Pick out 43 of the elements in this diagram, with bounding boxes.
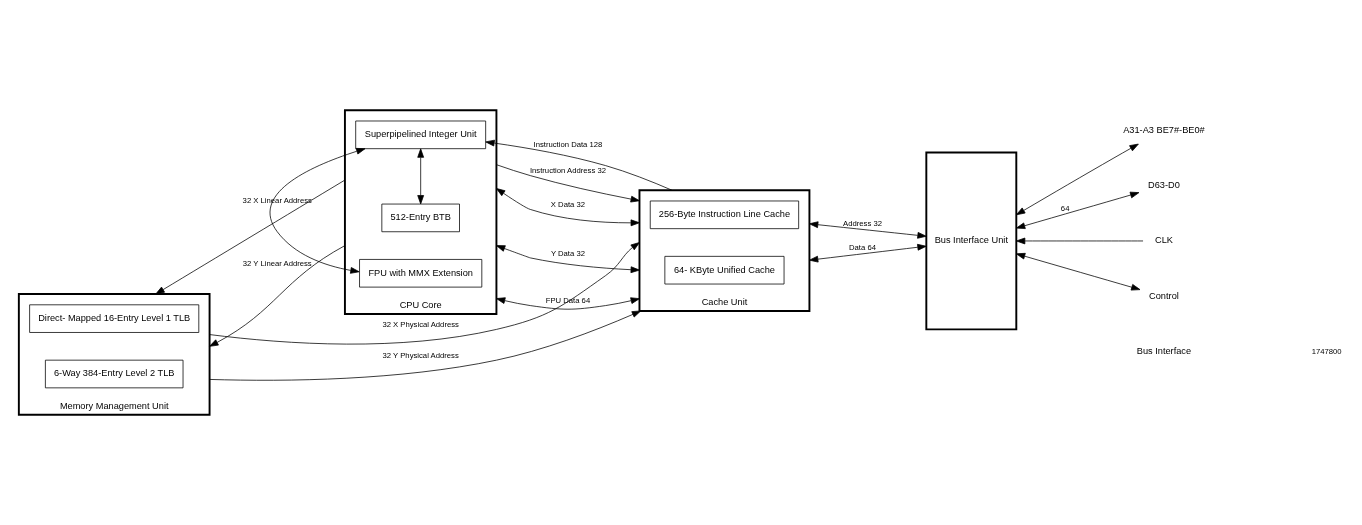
node-box: 256-Byte Instruction Line Cache — [649, 200, 800, 230]
arrow — [496, 245, 640, 274]
node-box: FPU with MMX Extension — [359, 259, 483, 288]
arrow — [1016, 252, 1141, 291]
arrow — [209, 245, 346, 347]
node-box: Direct- Mapped 16-Entry Level 1 TLB — [29, 304, 200, 333]
edge-label: 64 — [1060, 203, 1070, 213]
label: Bus Interface — [1136, 346, 1192, 357]
arrow — [809, 221, 927, 239]
node-text: CLK — [1154, 235, 1173, 246]
arrow — [1016, 191, 1140, 229]
edge-label: Data 64 — [849, 243, 876, 253]
arrow — [269, 148, 366, 274]
arrow — [496, 297, 640, 310]
node-box: Bus Interface Unit — [925, 151, 1018, 331]
arrow — [496, 188, 640, 227]
arrow — [496, 164, 640, 203]
edge-label: 32 Y Linear Address — [242, 259, 312, 269]
edge-label: X Data 32 — [550, 200, 586, 210]
edge-label: 32 X Physical Address — [382, 320, 459, 330]
arrow — [485, 139, 673, 191]
node-box: Superpipelined Integer Unit — [355, 120, 487, 150]
arrow — [417, 148, 425, 205]
edge-label: Address 32 — [843, 218, 882, 228]
arrow — [1016, 143, 1139, 216]
arrow — [209, 242, 640, 345]
arrow — [809, 243, 927, 263]
edge-label: FPU Data 64 — [545, 296, 591, 306]
node-text: Control — [1149, 290, 1179, 301]
edge-label: Y Data 32 — [550, 248, 585, 258]
node-text: D63-D0 — [1148, 179, 1180, 190]
edge-label: 32 Y Physical Address — [382, 350, 459, 360]
node-box: 64- KByte Unified Cache — [664, 255, 785, 285]
label: 1747800 — [1311, 346, 1342, 356]
arrow — [209, 310, 642, 381]
node-text: A31-A3 BE7#-BE0# — [1123, 124, 1205, 135]
node-box: 512-Entry BTB — [381, 203, 460, 233]
arrow — [155, 179, 346, 295]
node-box: 6-Way 384-Entry Level 2 TLB — [45, 359, 184, 389]
edge-label: 32 X Linear Address — [242, 196, 312, 206]
edge-label: Instruction Address 32 — [529, 166, 606, 176]
arrow — [1016, 237, 1144, 245]
edge-label: Instruction Data 128 — [533, 140, 603, 150]
